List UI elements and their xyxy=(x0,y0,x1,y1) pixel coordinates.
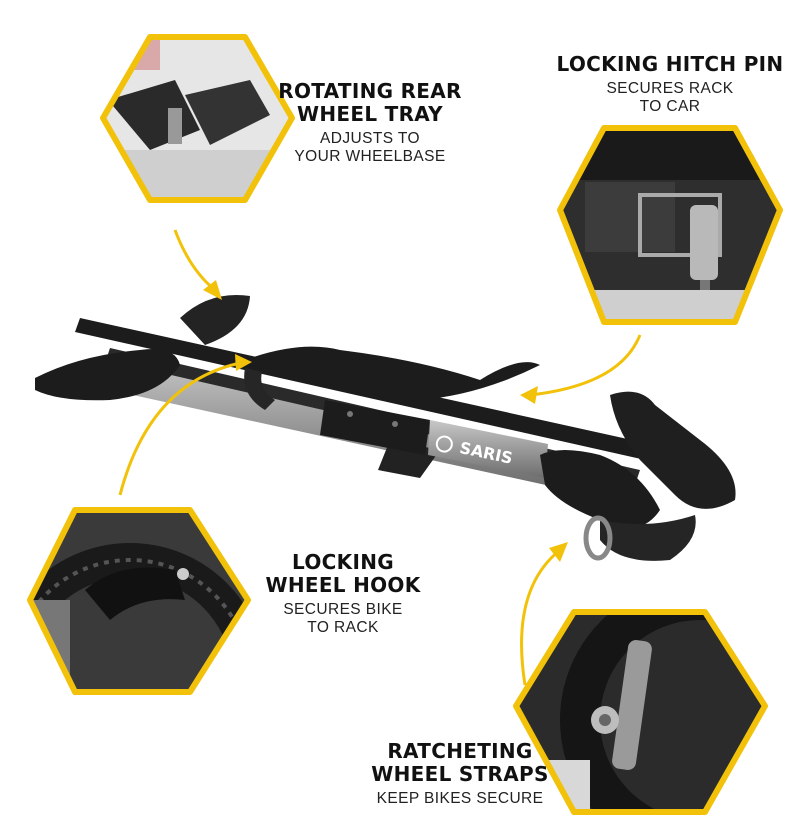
arrow-pin xyxy=(529,334,642,397)
left-tray-cradle xyxy=(180,294,250,345)
callout-rotating-rear-wheel-tray: ROTATING REAR WHEEL TRAY ADJUSTS TO YOUR… xyxy=(270,80,470,166)
callout-title: ROTATING REAR WHEEL TRAY xyxy=(278,79,462,126)
arrow-hook xyxy=(118,360,246,496)
callout-ratcheting-wheel-straps: RATCHETING WHEEL STRAPS KEEP BIKES SECUR… xyxy=(355,740,565,808)
brand-block xyxy=(428,420,548,478)
callout-locking-hitch-pin: LOCKING HITCH PIN SECURES RACK TO CAR xyxy=(555,53,785,116)
callout-subtitle: KEEP BIKES SECURE xyxy=(376,790,544,807)
callout-locking-wheel-hook: LOCKING WHEEL HOOK SECURES BIKE TO RACK xyxy=(258,551,428,637)
callout-subtitle: ADJUSTS TO YOUR WHEELBASE xyxy=(294,130,446,165)
detail-hook-hexagon xyxy=(27,507,251,695)
left-wheel-tray xyxy=(35,349,180,401)
callout-title: LOCKING HITCH PIN xyxy=(556,52,784,76)
right-tray-end xyxy=(610,391,736,509)
right-cradle xyxy=(600,515,696,561)
arrow-tray xyxy=(173,229,216,292)
arrowhead-tray xyxy=(203,280,222,300)
callout-subtitle: SECURES BIKE TO RACK xyxy=(283,601,403,636)
arrowhead-hook xyxy=(235,354,252,371)
callout-title: RATCHETING WHEEL STRAPS xyxy=(371,739,549,786)
right-wheel-tray xyxy=(540,450,660,528)
arrowhead-pin xyxy=(520,386,538,404)
arrowhead-straps xyxy=(549,542,568,562)
callout-title: LOCKING WHEEL HOOK xyxy=(265,550,421,597)
detail-tray-hexagon xyxy=(100,34,295,203)
wheel-hook-lower xyxy=(244,368,275,410)
arrow-straps xyxy=(520,548,561,686)
detail-straps-hexagon xyxy=(513,609,768,815)
bike-rack xyxy=(35,294,736,561)
detail-pin-hexagon xyxy=(557,125,783,325)
wheel-hook-arm xyxy=(245,346,540,400)
wheel-strap xyxy=(583,515,613,561)
saris-logo-icon xyxy=(434,433,455,455)
arrow-heads xyxy=(203,280,568,562)
callout-subtitle: SECURES RACK TO CAR xyxy=(606,80,734,115)
